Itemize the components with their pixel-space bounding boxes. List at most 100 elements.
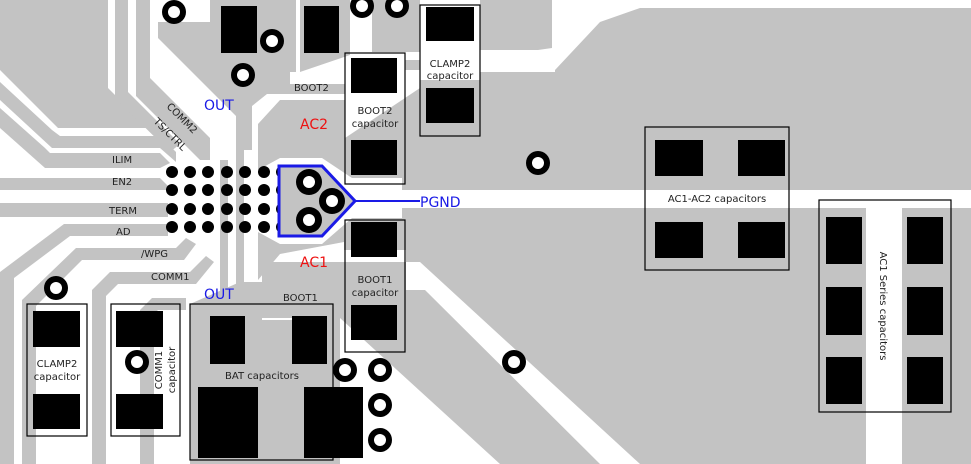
via-hole bbox=[131, 356, 143, 368]
pad bbox=[116, 311, 163, 347]
trace-comm2 bbox=[136, 0, 210, 160]
pad bbox=[826, 287, 862, 335]
ic-ball bbox=[239, 221, 251, 233]
ic-ball bbox=[184, 221, 196, 233]
pad bbox=[116, 394, 163, 429]
pad bbox=[907, 357, 943, 404]
bat-capacitors-outline bbox=[189, 303, 334, 461]
ic-ball-grid bbox=[166, 166, 288, 233]
net-label-pgnd: PGND bbox=[420, 195, 461, 211]
ic-ball bbox=[184, 203, 196, 215]
trace-ts-ctrl bbox=[0, 82, 176, 162]
ic-ball bbox=[202, 203, 214, 215]
ac1-series-capacitors-label: AC1 Series capacitors bbox=[877, 252, 888, 361]
trace-comm1 bbox=[92, 256, 214, 464]
pad bbox=[292, 316, 327, 364]
net-label-out-bottom: OUT bbox=[204, 287, 234, 303]
via-hole bbox=[303, 214, 315, 226]
ic-ball bbox=[221, 203, 233, 215]
via-hole bbox=[374, 434, 386, 446]
pad bbox=[304, 6, 339, 53]
pad bbox=[426, 88, 474, 123]
comm1-capacitor-label-1: COMM1 bbox=[154, 351, 165, 389]
clamp2-capacitor-bottom-label-2: capacitor bbox=[34, 372, 81, 383]
pad bbox=[907, 287, 943, 335]
signal-label-wpg: /WPG bbox=[141, 249, 168, 260]
ic-center-channel-left bbox=[220, 160, 228, 464]
signal-label-boot2: BOOT2 bbox=[294, 83, 329, 94]
via-hole bbox=[391, 0, 403, 12]
pad bbox=[655, 222, 703, 258]
trace-en2-tail bbox=[150, 178, 172, 190]
boot1-capacitor-outline bbox=[344, 219, 406, 353]
copper-pour-top-right bbox=[372, 0, 420, 52]
labels: OUT OUT AC2 AC1 PGND COMM2 TS/CTRL ILIM … bbox=[34, 59, 888, 393]
ic-ball bbox=[184, 166, 196, 178]
pad bbox=[738, 140, 785, 176]
copper-pour-left bbox=[0, 0, 148, 128]
pad bbox=[655, 140, 703, 176]
ic-ball bbox=[239, 166, 251, 178]
ic-ball bbox=[166, 203, 178, 215]
trace-ilim bbox=[0, 108, 170, 168]
ic-ball bbox=[221, 221, 233, 233]
bat-capacitors-label: BAT capacitors bbox=[225, 371, 299, 382]
pads bbox=[33, 6, 943, 458]
clamp2-capacitor-top-outline bbox=[419, 4, 481, 137]
pad bbox=[351, 140, 397, 175]
ic-ball bbox=[239, 203, 251, 215]
ic-ball bbox=[202, 221, 214, 233]
pad bbox=[738, 222, 785, 258]
comm1-capacitor-outline bbox=[110, 303, 181, 437]
boot2-capacitor-outline bbox=[344, 52, 406, 185]
pad bbox=[210, 316, 245, 364]
via-hole bbox=[339, 364, 351, 376]
net-label-ac2: AC2 bbox=[300, 117, 328, 133]
signal-label-term: TERM bbox=[108, 206, 137, 217]
copper-band-top bbox=[405, 60, 420, 70]
pad bbox=[33, 311, 80, 347]
pad bbox=[426, 7, 474, 41]
ic-center-channel-right bbox=[236, 120, 244, 464]
clamp2-capacitor-bottom-label-1: CLAMP2 bbox=[37, 359, 78, 370]
signal-label-en2: EN2 bbox=[112, 177, 132, 188]
ic-ball bbox=[202, 166, 214, 178]
ac1-ac2-capacitors-outline bbox=[644, 126, 790, 271]
comm1-capacitor-label-2: capacitor bbox=[167, 346, 178, 393]
via-hole bbox=[356, 0, 368, 12]
ic-ball bbox=[258, 166, 270, 178]
via-hole bbox=[532, 157, 544, 169]
ac1-series-capacitors-outline bbox=[818, 199, 952, 413]
pad bbox=[198, 387, 258, 458]
ic-ball bbox=[258, 221, 270, 233]
clamp2-capacitor-top-label-1: CLAMP2 bbox=[430, 59, 471, 70]
via-hole bbox=[374, 364, 386, 376]
net-label-ac1: AC1 bbox=[300, 255, 328, 271]
ac1-ac2-capacitors-label: AC1-AC2 capacitors bbox=[668, 194, 766, 205]
ic-ball bbox=[184, 184, 196, 196]
via-hole bbox=[374, 399, 386, 411]
pad bbox=[351, 305, 397, 340]
clamp2-capacitor-bottom-outline bbox=[26, 303, 88, 437]
via-hole bbox=[266, 35, 278, 47]
boot1-capacitor-label-2: capacitor bbox=[352, 288, 399, 299]
pad bbox=[907, 217, 943, 264]
signal-label-ilim: ILIM bbox=[112, 155, 132, 166]
pgnd-thermal-pad bbox=[277, 164, 420, 238]
pgnd-clearance-strip bbox=[350, 192, 971, 208]
pad bbox=[221, 6, 257, 53]
ic-ball bbox=[166, 184, 178, 196]
ic-ball bbox=[239, 184, 251, 196]
pad bbox=[826, 217, 862, 264]
pad bbox=[826, 357, 862, 404]
copper-pour-ac2 bbox=[258, 8, 971, 190]
copper-pour-top-right-2 bbox=[480, 0, 552, 50]
pad bbox=[351, 222, 397, 257]
trace-term bbox=[0, 203, 168, 217]
signal-label-boot1: BOOT1 bbox=[283, 293, 318, 304]
ic-ball bbox=[258, 184, 270, 196]
boot2-capacitor-label-2: capacitor bbox=[352, 119, 399, 130]
via-hole bbox=[326, 195, 338, 207]
